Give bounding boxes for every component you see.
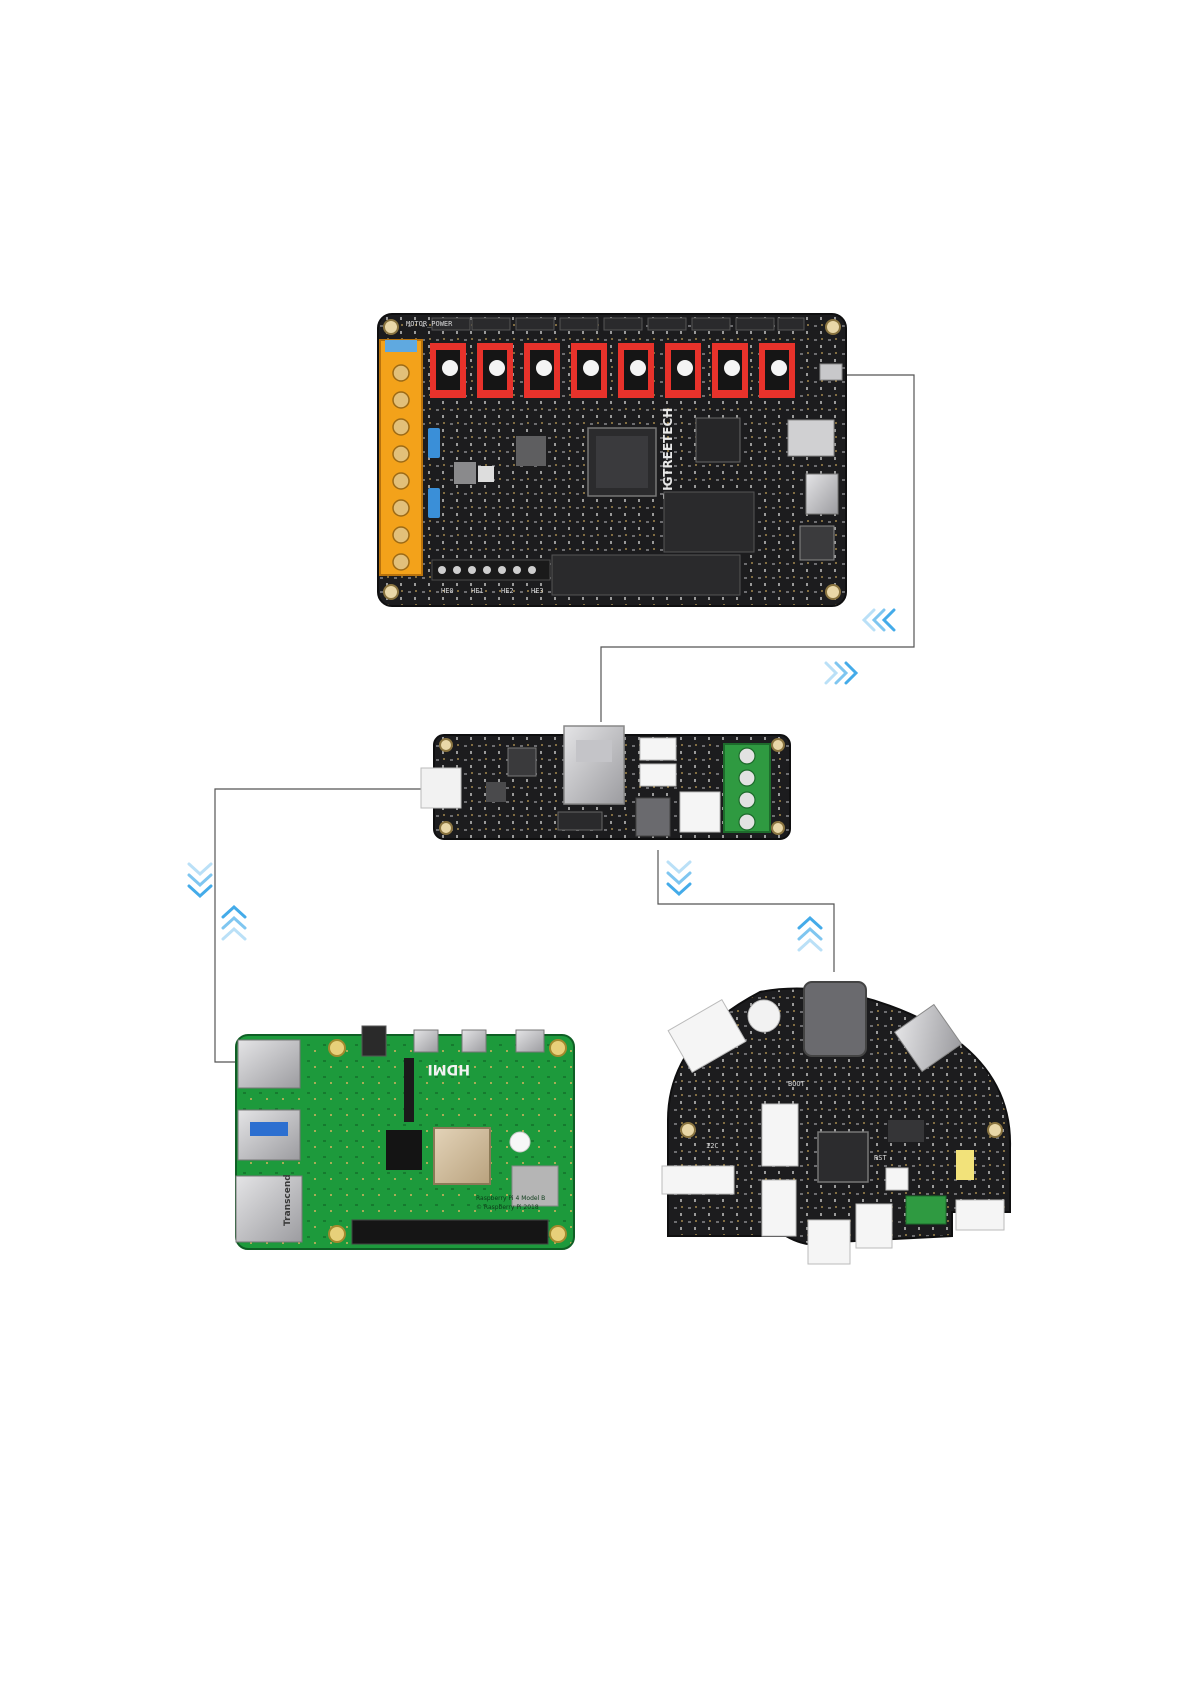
chevron-down-icon xyxy=(668,862,690,894)
copyright-text: © Raspberry Pi 2018 xyxy=(476,1204,539,1211)
boot-label: BOOT xyxy=(788,1080,806,1088)
stepper-driver xyxy=(430,343,466,398)
top-header-row xyxy=(432,318,804,330)
stepper-driver xyxy=(571,343,607,398)
toolhead-board: BOOT RST I2C xyxy=(662,982,1010,1264)
stepper-driver xyxy=(712,343,748,398)
chevron-right-icon xyxy=(826,663,856,683)
audio-port xyxy=(362,1026,386,1056)
usb-a-port xyxy=(564,726,624,804)
mcu-chip xyxy=(818,1132,868,1182)
chip-brand-label: Transcend xyxy=(283,1174,293,1226)
hdmi-label: HDMI xyxy=(428,1061,470,1077)
heater-label: HE1 xyxy=(471,587,484,595)
stepper-driver xyxy=(665,343,701,398)
chevron-down-icon xyxy=(189,864,211,896)
stepper-driver xyxy=(618,343,654,398)
brand-label: BIGTREETECH xyxy=(661,408,675,500)
ethernet-port xyxy=(800,526,834,560)
soc-chip xyxy=(434,1128,490,1184)
chevron-left-icon xyxy=(864,610,894,630)
heater-label: HE0 xyxy=(441,587,454,595)
micro-hdmi-port xyxy=(414,1030,438,1052)
usb-port xyxy=(238,1040,300,1088)
heater-label: HE2 xyxy=(501,587,514,595)
adapter-to-pi-cable xyxy=(215,789,421,1062)
stepper-driver xyxy=(759,343,795,398)
usb-c-port xyxy=(516,1030,544,1052)
usb-c-port xyxy=(421,768,461,808)
micro-hdmi-port xyxy=(462,1030,486,1052)
motor-power-label: MOTOR_POWER xyxy=(406,320,453,328)
heater-label: HE3 xyxy=(531,587,544,595)
sd-card-slot xyxy=(788,420,834,456)
fan-connector xyxy=(804,982,866,1056)
chevron-up-icon xyxy=(799,918,821,950)
stepper-driver xyxy=(524,343,560,398)
i2c-label: I2C xyxy=(706,1142,719,1150)
usb-port xyxy=(806,474,838,514)
gpio-header xyxy=(352,1220,548,1244)
main-controller-board: MOTOR_POWER BIGTREETECH xyxy=(378,314,846,606)
model-text: Raspberry Pi 4 Model B xyxy=(476,1195,545,1202)
raspberry-pi-board: Transcend HDMI Raspberry Pi 4 Model B © … xyxy=(236,1026,574,1249)
stepper-driver xyxy=(477,343,513,398)
adapter-board xyxy=(421,726,790,839)
rst-label: RST xyxy=(874,1154,887,1162)
chevron-up-icon xyxy=(223,907,245,939)
